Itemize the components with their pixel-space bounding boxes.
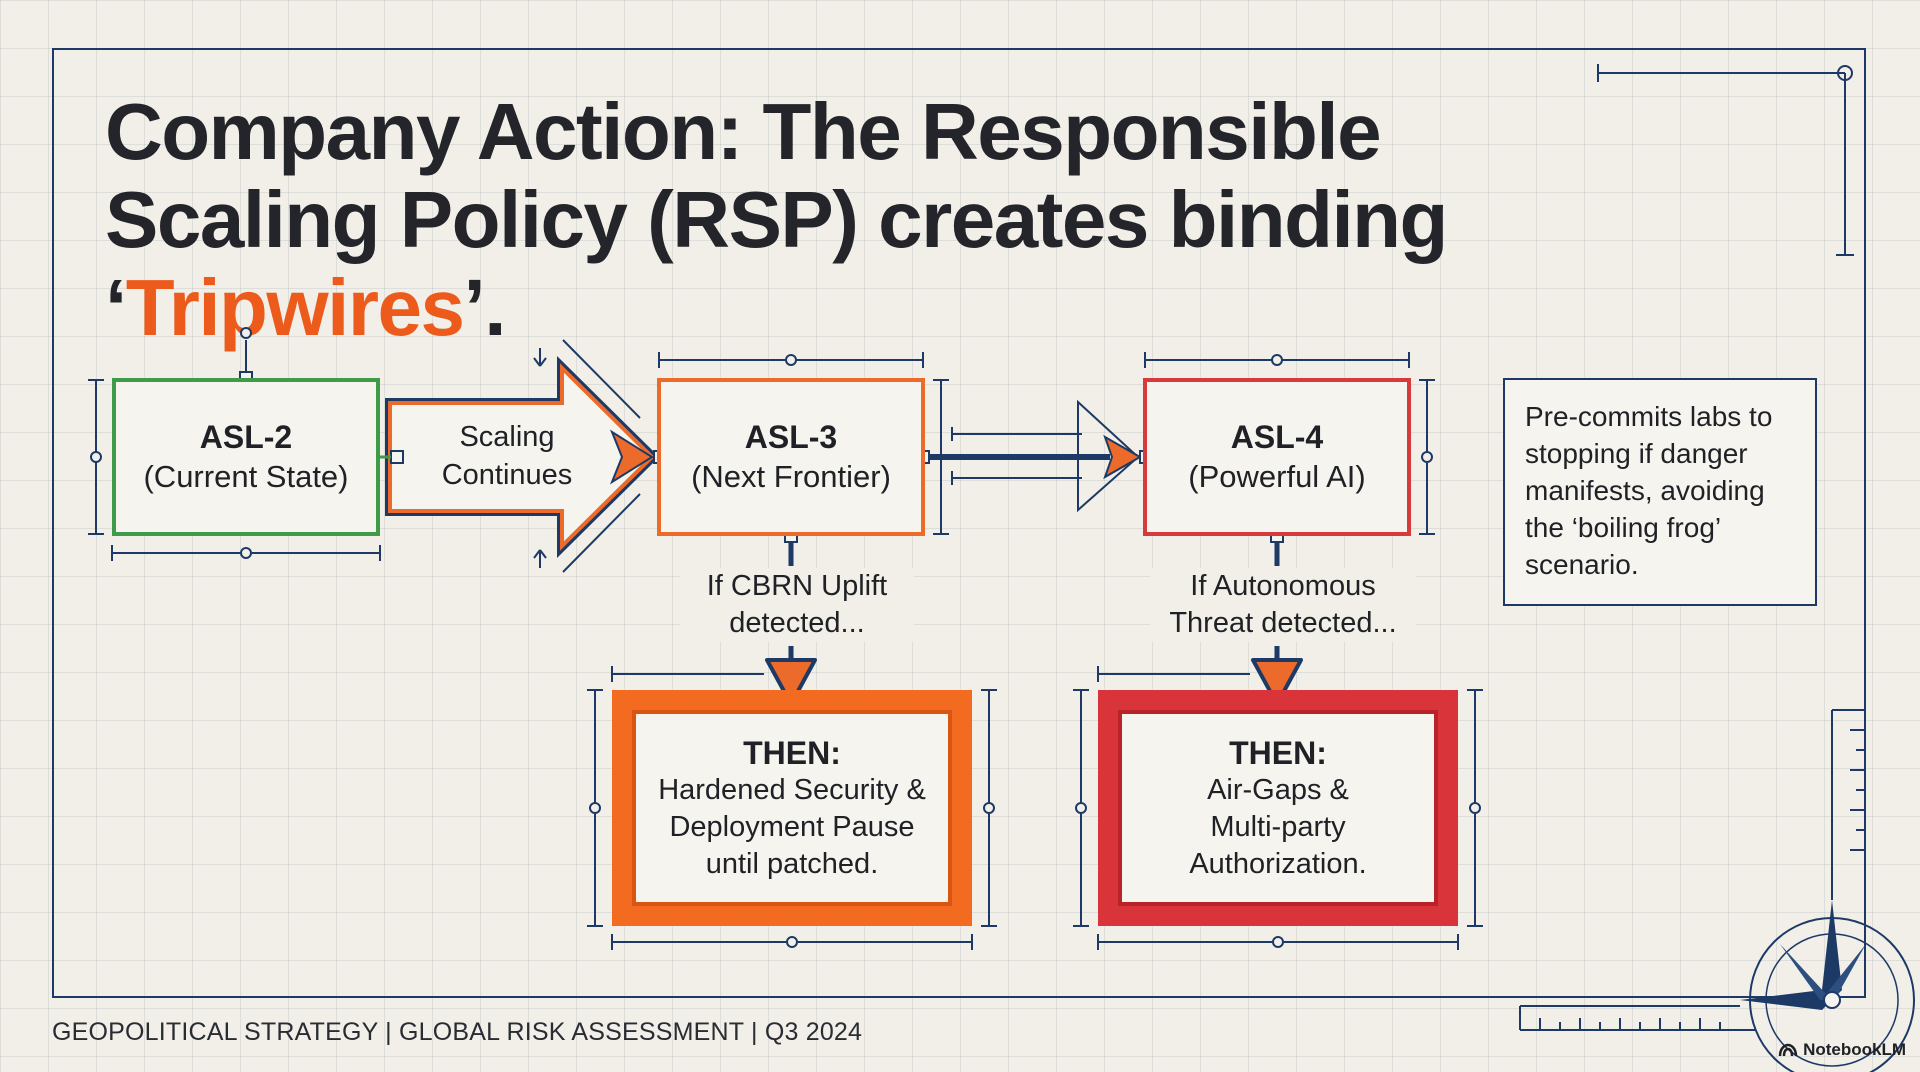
asl3-action-heading: THEN:	[743, 734, 841, 771]
asl3-action-box: THEN: Hardened Security & Deployment Pau…	[612, 690, 972, 926]
asl3-condition-label: If CBRN Uplift detected...	[680, 568, 914, 642]
rsp-note-text: Pre-commits labs to stopping if danger m…	[1525, 401, 1773, 580]
asl4-node: ASL-4 (Powerful AI)	[1143, 378, 1411, 536]
page-title: Company Action: The Responsible Scaling …	[105, 88, 1665, 352]
title-suffix: ’.	[463, 263, 506, 352]
title-prefix: Company Action: The Responsible Scaling …	[105, 87, 1448, 352]
asl3-node: ASL-3 (Next Frontier)	[657, 378, 925, 536]
brand-name: NotebookLM	[1803, 1040, 1906, 1059]
top-right-dimension-icon	[1597, 64, 1854, 256]
blueprint-frame	[52, 48, 1866, 998]
footer-caption: GEOPOLITICAL STRATEGY | GLOBAL RISK ASSE…	[52, 1018, 863, 1046]
asl4-subtitle: (Powerful AI)	[1188, 459, 1366, 494]
asl3-subtitle: (Next Frontier)	[691, 459, 891, 494]
asl2-subtitle: (Current State)	[143, 459, 349, 494]
asl4-action-box: THEN: Air-Gaps & Multi-party Authorizati…	[1098, 690, 1458, 926]
then4-dimension-icon	[1073, 666, 1483, 950]
asl4-condition-label: If Autonomous Threat detected...	[1150, 568, 1416, 642]
rsp-note-box: Pre-commits labs to stopping if danger m…	[1503, 378, 1817, 606]
brand-badge: NotebookLM	[1778, 1040, 1906, 1060]
asl4-action-body: Air-Gaps & Multi-party Authorization.	[1189, 773, 1367, 880]
asl4-action-heading: THEN:	[1229, 734, 1327, 771]
asl3-to-asl4-arrow-icon	[929, 399, 1143, 513]
asl3-down-arrow-icon	[765, 542, 817, 706]
asl4-heading: ASL-4	[1230, 419, 1324, 455]
scaling-arrow-icon	[380, 339, 660, 573]
ruler-icon	[1519, 709, 1866, 1031]
scaling-continues-label: Scaling Continues	[441, 421, 573, 491]
asl2-node: ASL-2 (Current State)	[112, 378, 380, 536]
then3-dimension-icon	[587, 666, 997, 950]
asl2-heading: ASL-2	[199, 419, 293, 455]
notebooklm-logo-icon	[1778, 1043, 1798, 1057]
asl3-heading: ASL-3	[744, 419, 838, 455]
compass-rose-icon	[1740, 900, 1915, 1072]
title-highlight: Tripwires	[125, 263, 465, 352]
asl3-action-body: Hardened Security & Deployment Pause unt…	[658, 773, 926, 880]
asl4-down-arrow-icon	[1251, 542, 1303, 706]
